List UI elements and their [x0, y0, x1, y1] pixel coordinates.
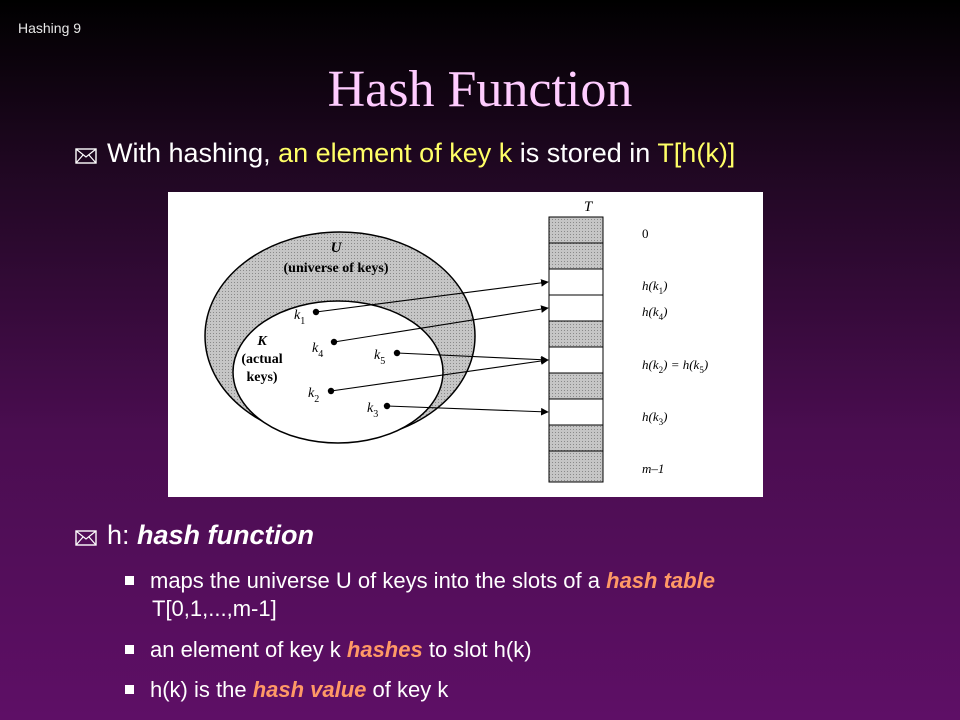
slot-label-last: m–1 — [642, 461, 664, 476]
bullet2-prefix: h: — [107, 520, 138, 550]
table-slot — [548, 372, 604, 400]
square-bullet-icon — [125, 685, 134, 694]
universe-symbol: U — [331, 240, 343, 256]
table-symbol: T — [584, 199, 594, 215]
key-dot-k1 — [312, 308, 320, 316]
table-slot — [548, 242, 604, 270]
arrow-k2 — [330, 357, 549, 392]
hash-diagram-svg: U (universe of keys) K (actual keys) T — [204, 199, 708, 483]
subitem-hashes: an element of key k hashes to slot h(k) — [125, 636, 865, 664]
slot-label-hk3: h(k3) — [642, 409, 667, 427]
square-bullet-icon — [125, 576, 134, 585]
key-label-k3: k3 — [367, 401, 378, 420]
slot-label-zero: 0 — [642, 226, 649, 241]
bullet2-term: hash function — [137, 520, 315, 550]
key-label-k2: k2 — [308, 386, 319, 405]
arrow-k5 — [396, 352, 549, 364]
arrow-k4 — [333, 305, 549, 343]
key-dot-k4 — [330, 338, 338, 346]
bullet1-highlight-slot: T[h(k)] — [657, 138, 736, 168]
slot-label-hk2-hk5: h(k2) = h(k5) — [642, 357, 708, 375]
bullet1-prefix: With hashing, — [107, 138, 279, 168]
slot-label-hk1: h(k1) — [642, 278, 667, 296]
keys-caption-line2: keys) — [246, 370, 277, 385]
subitem-maps-line2: T[0,1,...,m-1] — [152, 596, 277, 621]
slide-corner-label: Hashing 9 — [18, 20, 82, 36]
bullet1-middle: is stored in — [512, 138, 658, 168]
subitem-hashes-em: hashes — [346, 637, 423, 662]
keys-symbol: K — [256, 334, 268, 349]
key-label-k4: k4 — [312, 341, 323, 360]
universe-caption: (universe of keys) — [284, 261, 389, 276]
table-slot — [548, 294, 604, 322]
square-bullet-icon — [125, 645, 134, 654]
subitem-hash-value-em: hash value — [252, 677, 367, 702]
envelope-bullet-icon — [75, 148, 97, 164]
slide-title: Hash Function — [327, 61, 633, 118]
table-slot — [548, 346, 604, 374]
actual-keys-ellipse — [232, 300, 444, 444]
bullet-storage-rule: With hashing, an element of key k is sto… — [75, 138, 735, 169]
table-slot — [548, 320, 604, 348]
subitem-hashes-text1: an element of key k — [150, 637, 347, 662]
key-label-k1: k1 — [294, 308, 305, 327]
subitem-hash-value-text1: h(k) is the — [150, 677, 253, 702]
table-slot — [548, 424, 604, 452]
subitem-maps: maps the universe U of keys into the slo… — [125, 567, 865, 623]
table-slot — [548, 450, 604, 483]
subitem-maps-em: hash table — [606, 568, 715, 593]
key-label-k5: k5 — [374, 348, 385, 367]
key-dot-k5 — [393, 349, 401, 357]
table-slot — [548, 268, 604, 296]
key-dot-k3 — [383, 402, 391, 410]
bullet1-highlight-element: an element of key k — [278, 138, 513, 168]
table-slot — [548, 216, 604, 244]
arrow-k3 — [386, 405, 549, 416]
hash-arrows — [315, 279, 549, 416]
hash-table — [548, 216, 604, 483]
subitem-hashes-text2: to slot h(k) — [422, 637, 532, 662]
arrow-k1 — [315, 279, 549, 313]
table-slot — [548, 398, 604, 426]
subitem-hash-value-text2: of key k — [366, 677, 449, 702]
subitem-maps-text: maps the universe U of keys into the slo… — [150, 568, 607, 593]
slot-label-hk4: h(k4) — [642, 304, 667, 322]
subitem-hash-value: h(k) is the hash value of key k — [125, 676, 865, 704]
hash-diagram: U (universe of keys) K (actual keys) T — [168, 192, 763, 497]
key-dot-k2 — [327, 387, 335, 395]
bullet-hash-function: h: hash function — [75, 520, 314, 551]
keys-caption-line1: (actual — [241, 352, 282, 367]
envelope-bullet-icon — [75, 530, 97, 546]
